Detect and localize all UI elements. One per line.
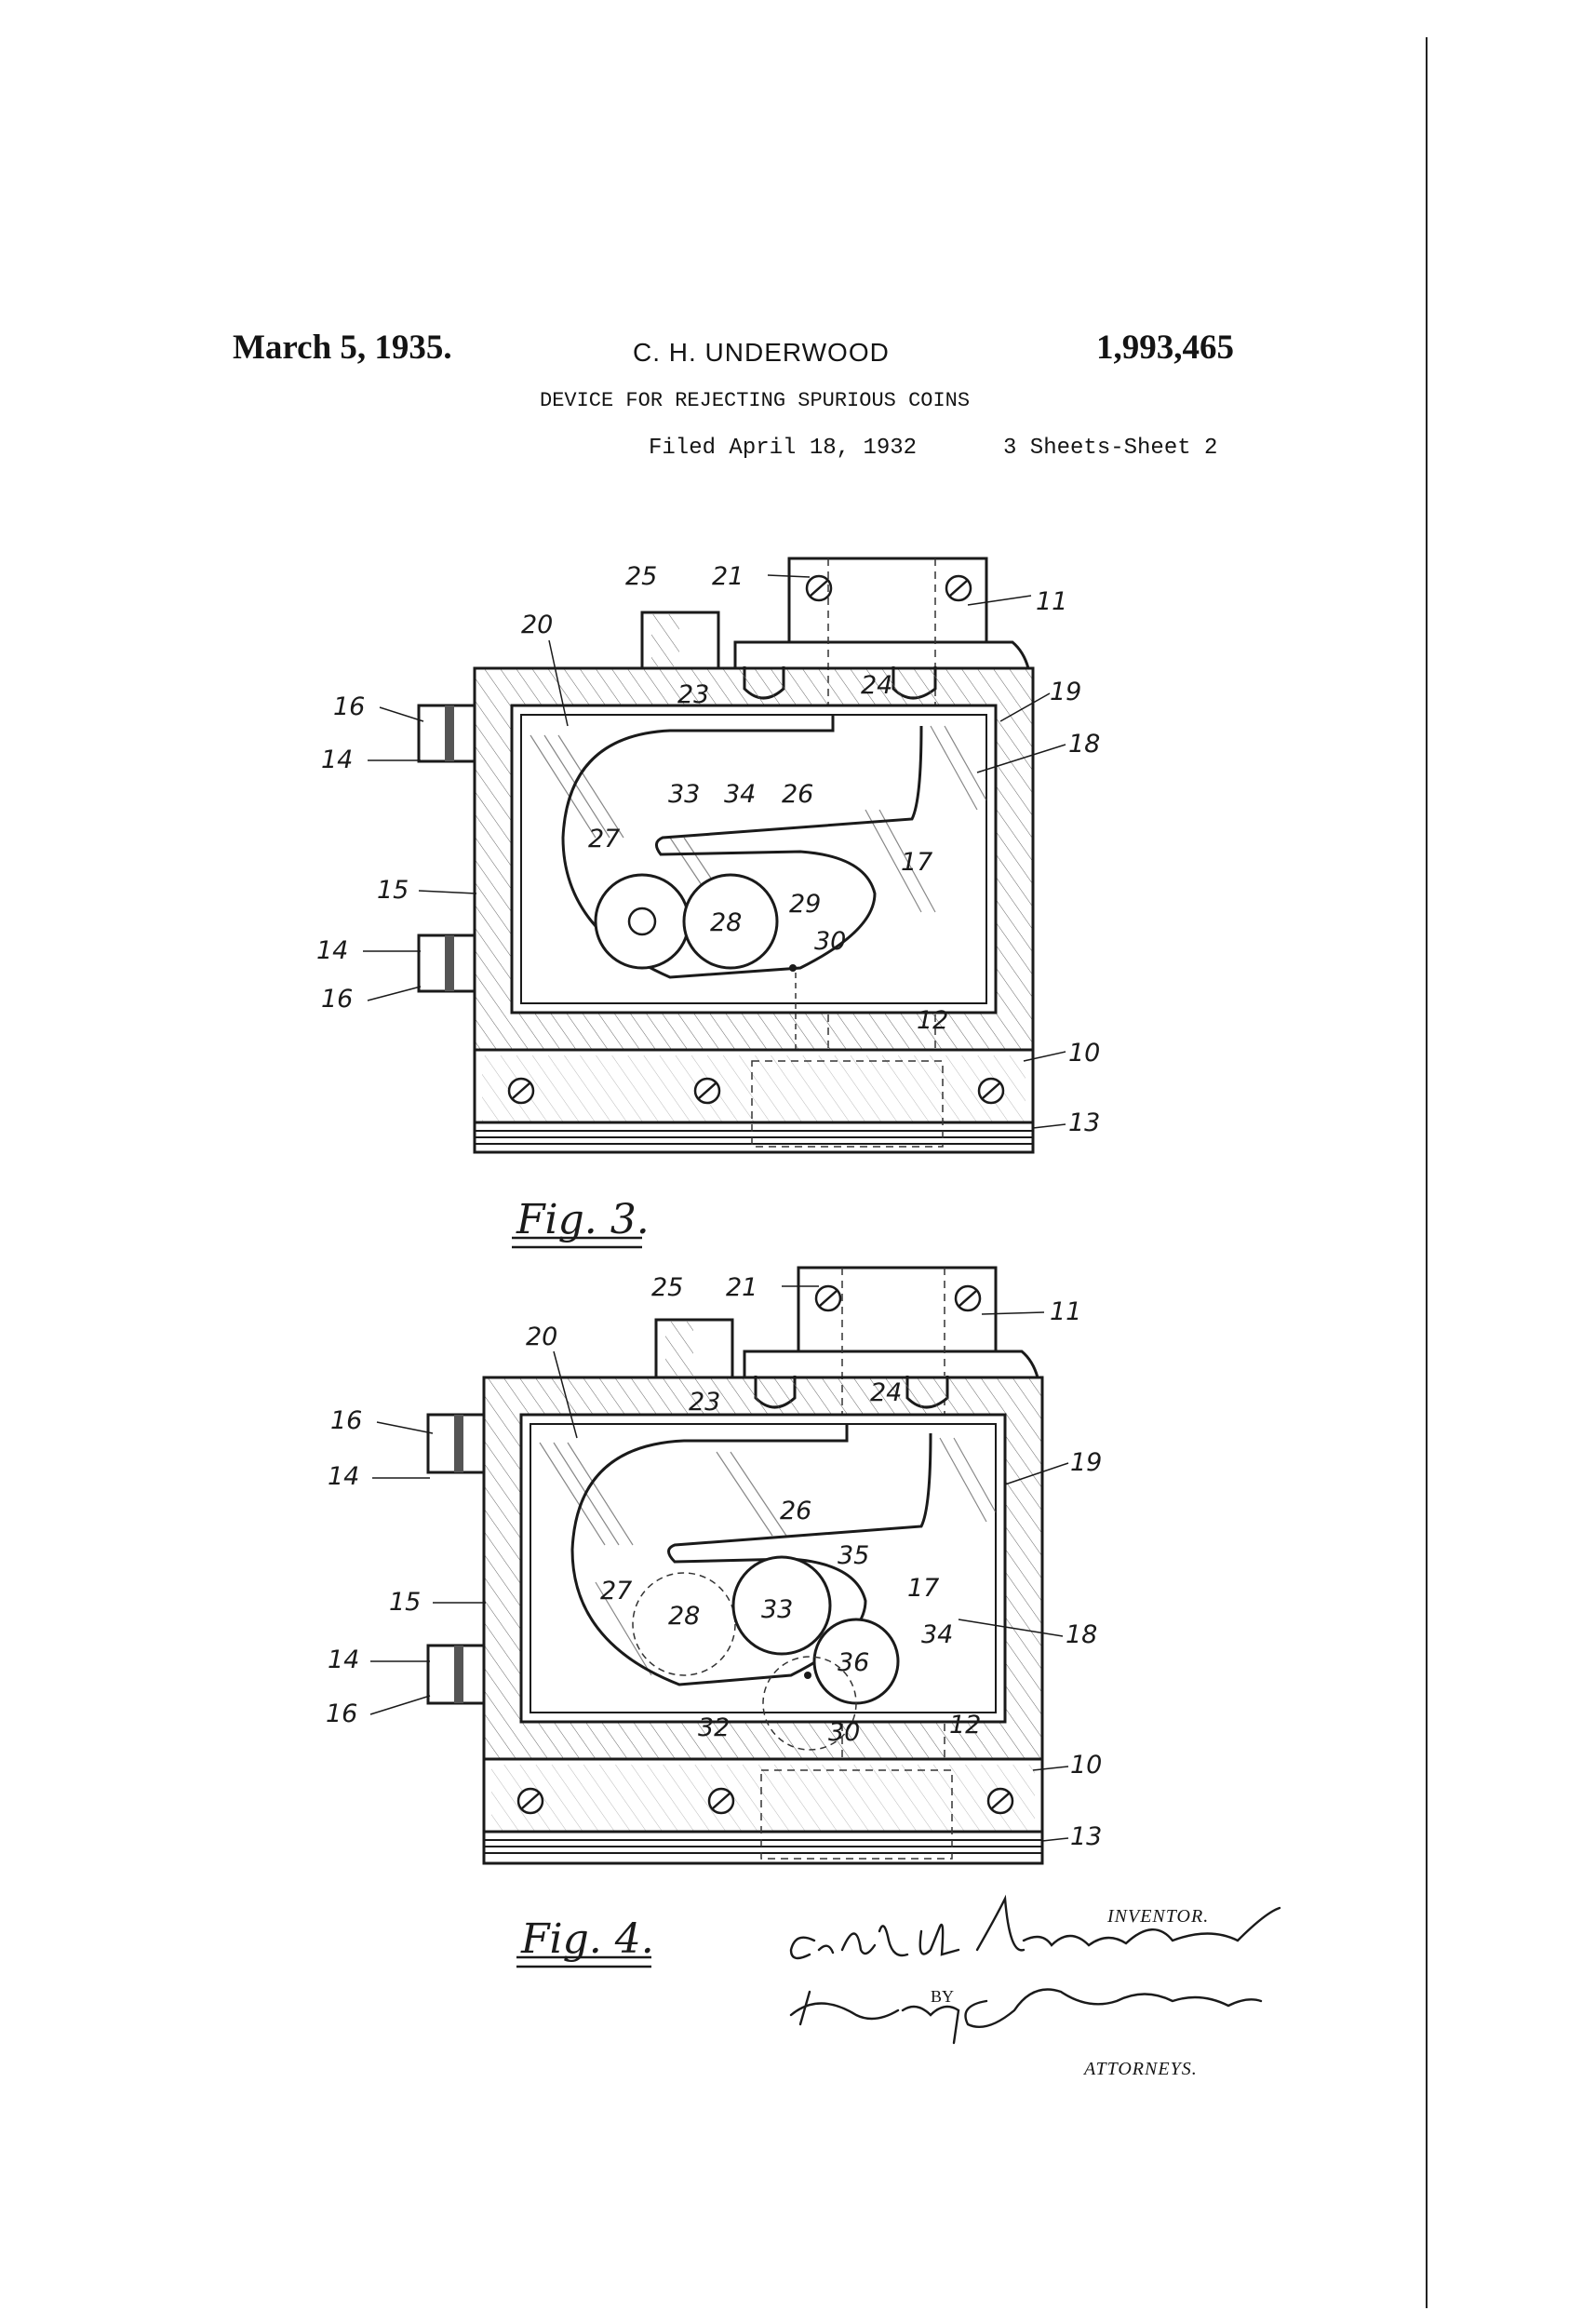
fig3-label-24: 24 (861, 671, 892, 700)
bracket-21 (787, 557, 988, 646)
fig4-label-18: 18 (1066, 1620, 1097, 1649)
patent-date: March 5, 1935. (233, 329, 452, 367)
fig3-label-21: 21 (712, 562, 744, 591)
fig4-label-25: 25 (651, 1273, 683, 1302)
fig3-label-13: 13 (1068, 1108, 1100, 1137)
fig4-label-15: 15 (389, 1588, 421, 1617)
fig4-label-12: 12 (949, 1711, 981, 1740)
margin-rule (1426, 37, 1428, 2308)
patent-number: 1,993,465 (1096, 329, 1234, 367)
fig4-label-14a: 14 (328, 1462, 359, 1491)
fig3-label-11: 11 (1036, 587, 1067, 616)
fig4-label-21: 21 (726, 1273, 757, 1302)
inventor-signature (789, 1894, 1281, 1960)
fig4-label-34: 34 (921, 1620, 953, 1649)
fig3-label-29: 29 (789, 890, 821, 919)
coin-chute-26 (561, 715, 923, 979)
sheet-count: 3 Sheets-Sheet 2 (1003, 436, 1218, 461)
fig3-label-17: 17 (901, 848, 932, 877)
fig4-label-13: 13 (1070, 1822, 1102, 1851)
fig4-label-11: 11 (1050, 1297, 1081, 1326)
fig3-label-23: 23 (677, 680, 709, 709)
fig4-label-28: 28 (668, 1602, 700, 1631)
fig3-label-10: 10 (1068, 1039, 1100, 1068)
by-label: BY (931, 1987, 955, 2006)
fig3-caption: Fig. 3. (516, 1196, 650, 1243)
fig4-caption: Fig. 4. (520, 1915, 654, 1963)
fig4-label-19: 19 (1070, 1448, 1102, 1477)
attorneys-label: ATTORNEYS. (1084, 2059, 1198, 2079)
figure-3: Fig. 3. 25 21 11 20 23 24 19 18 16 14 33… (316, 557, 1100, 1249)
fig3-label-27: 27 (588, 825, 620, 853)
fig4-label-33: 33 (761, 1595, 793, 1624)
inventor-name: C. H. UNDERWOOD (633, 338, 890, 367)
fig3-label-14a: 14 (321, 746, 353, 774)
fig3-label-12: 12 (917, 1006, 948, 1035)
fig4-label-17: 17 (907, 1574, 939, 1603)
fig3-label-26: 26 (782, 780, 813, 809)
fig3-label-18: 18 (1068, 730, 1100, 759)
fig3-label-34: 34 (724, 780, 756, 809)
fig4-label-32: 32 (698, 1713, 730, 1742)
fig4-label-16a: 16 (330, 1406, 362, 1435)
fig4-label-14b: 14 (328, 1646, 359, 1674)
figure-4: Fig. 4. 25 21 11 20 16 23 24 19 14 26 35… (326, 1266, 1102, 1968)
fig3-label-33: 33 (668, 780, 700, 809)
fig3-label-28: 28 (710, 908, 742, 937)
fig3-label-19: 19 (1050, 678, 1081, 706)
fig4-label-24: 24 (870, 1378, 902, 1407)
fig3-label-20: 20 (521, 611, 553, 639)
fig3-label-15: 15 (377, 876, 409, 905)
fig3-label-30: 30 (814, 927, 846, 956)
fig4-label-35: 35 (838, 1541, 869, 1570)
fig4-label-20: 20 (526, 1323, 557, 1351)
fig3-label-14b: 14 (316, 936, 348, 965)
fig3-label-16a: 16 (333, 692, 365, 721)
fig4-label-10: 10 (1070, 1751, 1102, 1780)
filed-date: Filed April 18, 1932 (649, 436, 918, 461)
fig4-label-27: 27 (600, 1577, 632, 1605)
fig4-label-36: 36 (838, 1648, 869, 1677)
fig4-label-23: 23 (689, 1388, 720, 1417)
attorney-signature (789, 1988, 1263, 2045)
coin-28 (682, 873, 779, 970)
fig4-label-16b: 16 (326, 1699, 357, 1728)
fig3-label-25: 25 (625, 562, 657, 591)
inventor-label: INVENTOR. (1107, 1906, 1210, 1927)
fig4-label-26: 26 (780, 1497, 811, 1525)
fig4-label-30: 30 (828, 1718, 860, 1747)
patent-title: DEVICE FOR REJECTING SPURIOUS COINS (540, 389, 971, 412)
fig3-label-16b: 16 (321, 985, 353, 1014)
